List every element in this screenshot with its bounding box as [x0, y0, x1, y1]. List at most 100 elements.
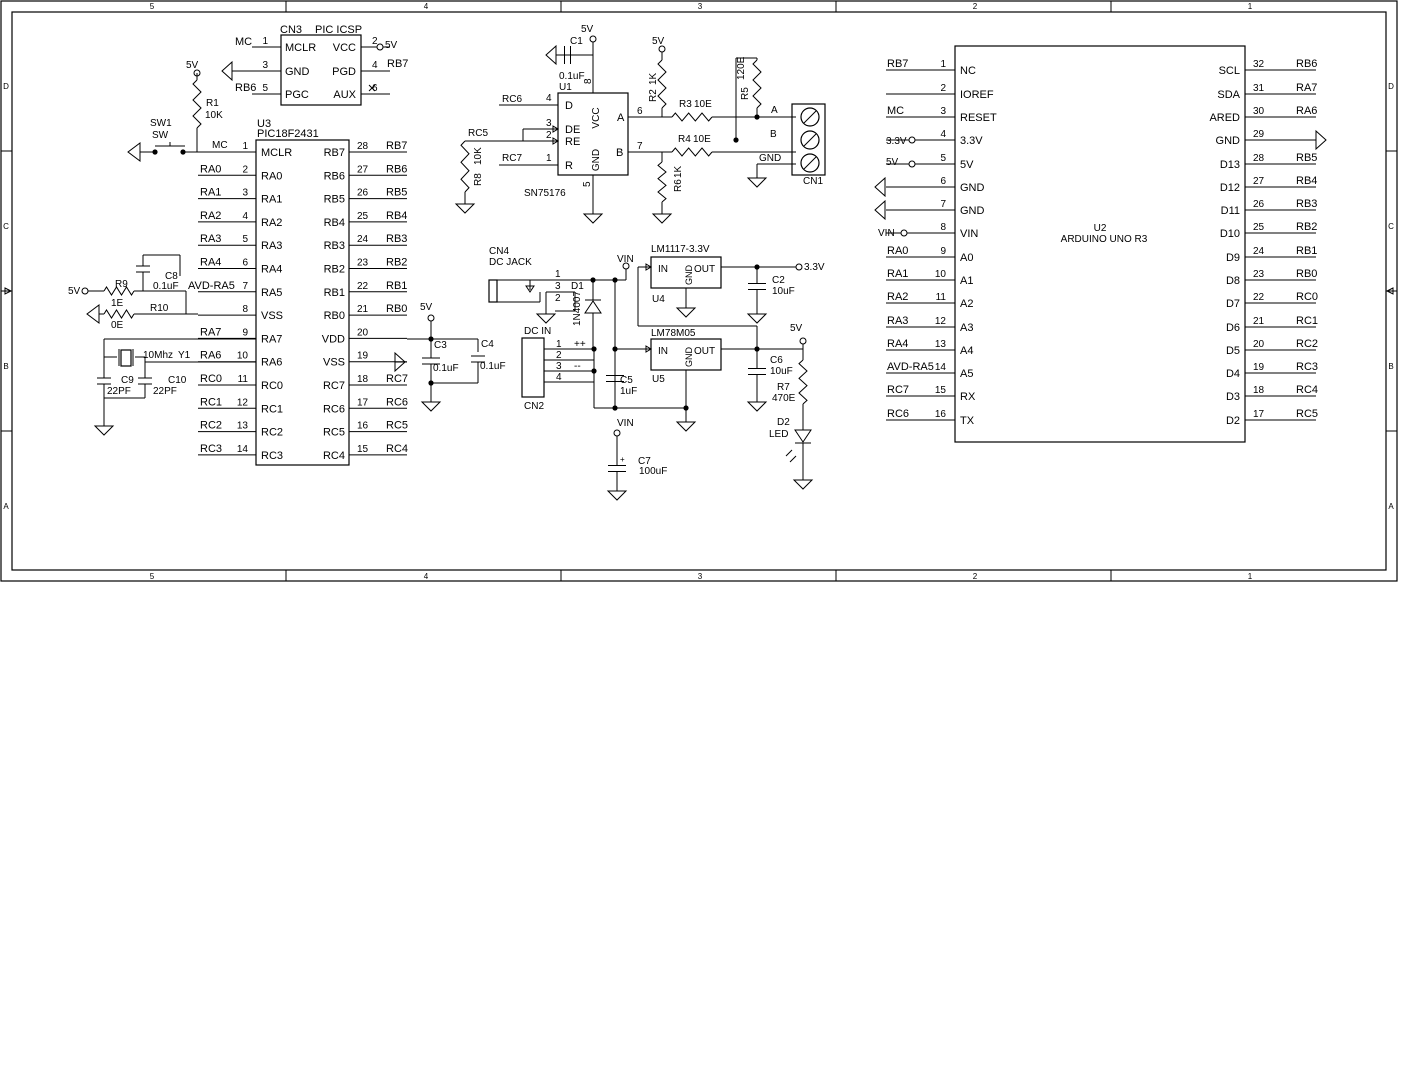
zone-letter: A: [1388, 502, 1394, 511]
pin-name: A: [617, 112, 625, 124]
pin-name: RC5: [323, 427, 345, 439]
u2-value: ARDUINO UNO R3: [1061, 234, 1148, 245]
cn1-pin-label: A: [771, 105, 778, 116]
net-label: RC1: [1296, 315, 1318, 327]
net-label: RB3: [386, 233, 407, 245]
pin-name: GND: [591, 149, 602, 171]
net-label: RB1: [1296, 245, 1317, 257]
net-label: RC3: [1296, 361, 1318, 373]
pin-number: 8: [940, 222, 946, 233]
net-label: RB2: [1296, 221, 1317, 233]
u2-ref: U2: [1094, 223, 1107, 234]
pin-name: RB0: [324, 310, 345, 322]
net-label: RB0: [1296, 268, 1317, 280]
net-vin: VIN: [617, 418, 634, 429]
c5-ref: C5: [620, 375, 633, 386]
pin-name: VCC: [333, 42, 356, 54]
pin-number: 4: [546, 93, 552, 104]
pin-number: 4: [556, 372, 562, 383]
zone-number: 5: [150, 572, 155, 581]
pin-number: 6: [637, 106, 643, 117]
pin-number: 5: [940, 153, 946, 164]
pin-number: 6: [372, 83, 378, 94]
pin-number: 21: [1253, 316, 1265, 327]
cn1-pin-label: B: [770, 129, 777, 140]
r6-ref: R6: [673, 179, 684, 192]
u1-value: SN75176: [524, 188, 566, 199]
pin-number: 1: [555, 269, 561, 280]
pin-number: 31: [1253, 83, 1265, 94]
cn1-ref: CN1: [803, 176, 823, 187]
pin-name: SDA: [1217, 89, 1240, 101]
pin-name: VCC: [591, 107, 602, 128]
d1-value: 1N4007: [572, 291, 583, 326]
pin-number: 3: [262, 60, 268, 71]
pin-number: 1: [556, 339, 562, 350]
net-label: RC2: [1296, 338, 1318, 350]
net-label: RC6: [502, 94, 522, 105]
pin-name: RA4: [261, 264, 282, 276]
zone-letter: B: [3, 362, 8, 371]
pin-number: 25: [357, 211, 369, 222]
pin-number: 26: [1253, 199, 1265, 210]
pin-name: RC6: [323, 403, 345, 415]
pin-number: 1: [262, 36, 268, 47]
net-label: RA2: [200, 210, 221, 222]
pin-number: 27: [357, 164, 369, 175]
net-label: RA1: [200, 187, 221, 199]
pin-number: 19: [1253, 362, 1265, 373]
r4-ref: R4: [678, 134, 691, 145]
pin-name: RB4: [324, 217, 345, 229]
net-label: RB2: [386, 257, 407, 269]
pin-number: 11: [238, 374, 249, 385]
pin-name: RE: [565, 136, 580, 148]
pin-number: 17: [1253, 409, 1265, 420]
pin-number: 10: [935, 269, 947, 280]
zone-number: 1: [1248, 2, 1253, 11]
pin-number: 12: [935, 316, 947, 327]
pin-number: 22: [1253, 292, 1265, 303]
pin-number: 4: [372, 60, 378, 71]
net-label: RC0: [1296, 291, 1318, 303]
pin-name: RC4: [323, 450, 345, 462]
c6-value: 10uF: [770, 366, 793, 377]
r3-ref: R3: [679, 99, 692, 110]
net-label: RB5: [1296, 152, 1317, 164]
pin-name: D7: [1226, 298, 1240, 310]
net-5v: 5V: [652, 36, 665, 47]
pin-name: VIN: [960, 228, 978, 240]
c3-value: 0.1uF: [433, 363, 459, 374]
zone-letter: B: [1388, 362, 1393, 371]
net-label: AVD-RA5: [188, 280, 235, 292]
net-label: RC7: [386, 373, 408, 385]
pin-name: A2: [960, 298, 973, 310]
zone-letter: D: [3, 82, 9, 91]
c1-ref: C1: [570, 36, 583, 47]
net-label: RB6: [235, 82, 256, 94]
pin-number: 27: [1253, 176, 1265, 187]
net-label: RB7: [887, 58, 908, 70]
pin-name: RC0: [261, 380, 283, 392]
net-label: RC2: [200, 420, 222, 432]
net-3v3: 3.3V: [804, 262, 825, 273]
pin-number: 4: [940, 129, 946, 140]
pin-number: 3: [546, 118, 552, 129]
r4-value: 10E: [693, 134, 711, 145]
pin-name: A4: [960, 345, 973, 357]
r9-ref: R9: [115, 279, 128, 290]
pin-number: 1: [940, 59, 946, 70]
r3-value: 10E: [694, 99, 712, 110]
r7-ref: R7: [777, 382, 790, 393]
r7-value: 470E: [772, 393, 796, 404]
pin-name: VDD: [322, 333, 345, 345]
zone-number: 2: [973, 572, 978, 581]
pin-name: R: [565, 160, 573, 172]
pin-name: MCLR: [285, 42, 316, 54]
r5-ref: R5: [740, 87, 751, 100]
pin-number: 8: [583, 78, 594, 84]
cn1-pin-label: GND: [759, 153, 781, 164]
pin-number: 13: [237, 421, 249, 432]
